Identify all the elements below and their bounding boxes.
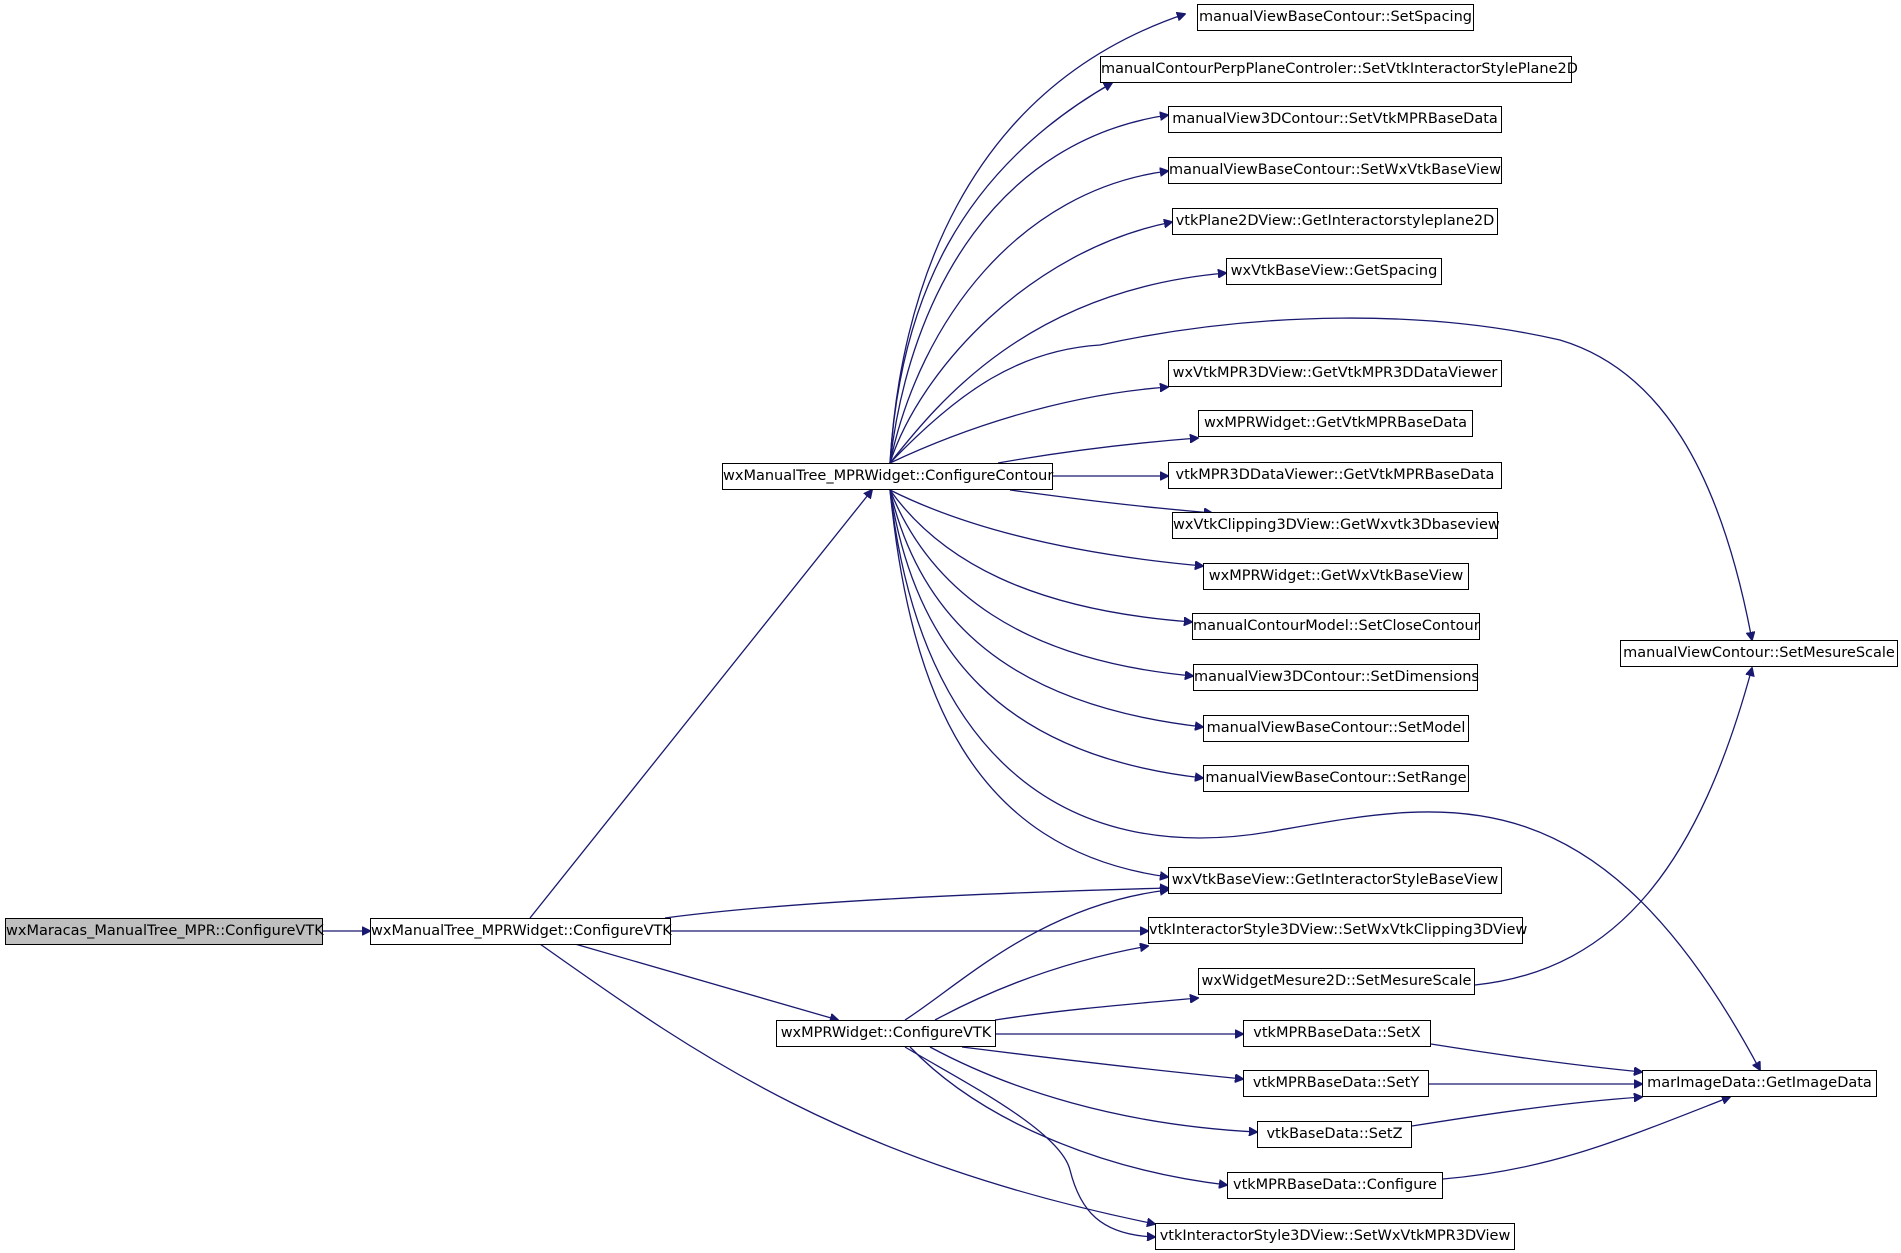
edge-configure-contour-to-get-image-data [889,489,1760,1070]
edge-mpr-configure-vtk-to-set-z [929,1046,1257,1132]
edge-tree-configure-vtk-to-mpr-configure-vtk [574,943,838,1020]
node-set-dimensions[interactable]: manualView3DContour::SetDimensions [1193,664,1479,691]
edge-mpr-configure-vtk-to-set-y [961,1046,1243,1079]
node-get-wx-vtk-base-view[interactable]: wxMPRWidget::GetWxVtkBaseView [1203,563,1469,590]
edge-mpr-configure-vtk-to-get-interactor-style-base-view [904,890,1168,1021]
edge-configure-contour-to-set-wx-vtk-base-view [889,171,1168,464]
node-set-range[interactable]: manualViewBaseContour::SetRange [1203,765,1469,792]
edge-configure-contour-to-get-mpr3d-data-viewer [889,387,1168,464]
edge-configure-contour-to-set-vtk-mpr-base-data [889,115,1168,464]
node-mpr-base-configure[interactable]: vtkMPRBaseData::Configure [1227,1172,1443,1199]
node-widget-get-mpr-base-data[interactable]: wxMPRWidget::GetVtkMPRBaseData [1198,410,1473,437]
edge-mesure2d-set-mesure-scale-to-contour-set-mesure-scale [1474,668,1752,986]
node-set-wx-vtk-mpr3d-view[interactable]: vtkInteractorStyle3DView::SetWxVtkMPR3DV… [1155,1223,1515,1250]
node-set-close-contour[interactable]: manualContourModel::SetCloseContour [1192,613,1480,640]
edge-configure-contour-to-set-model [889,489,1203,727]
node-get-spacing[interactable]: wxVtkBaseView::GetSpacing [1226,258,1442,285]
node-mesure2d-set-mesure-scale[interactable]: wxWidgetMesure2D::SetMesureScale [1198,968,1475,995]
edge-mpr-configure-vtk-to-set-wx-vtk-clipping3d-view [934,946,1148,1021]
edge-configure-contour-to-widget-get-mpr-base-data [997,438,1198,464]
edge-configure-contour-to-get-interactor-style-base-view [889,489,1168,877]
edge-tree-configure-vtk-to-set-wx-vtk-mpr3d-view [539,943,1155,1224]
node-root[interactable]: wxMaracas_ManualTree_MPR::ConfigureVTK [5,918,324,945]
edge-mpr-configure-vtk-to-set-wx-vtk-mpr3d-view [904,1046,1155,1237]
edge-set-z-to-get-image-data [1411,1097,1642,1127]
edge-mpr-configure-vtk-to-mesure2d-set-mesure-scale [994,998,1198,1021]
node-set-wx-vtk-clipping3d-view[interactable]: vtkInteractorStyle3DView::SetWxVtkClippi… [1148,917,1527,944]
node-viewer-get-mpr-base-data[interactable]: vtkMPR3DDataViewer::GetVtkMPRBaseData [1168,462,1502,489]
node-get-interactorstyleplane2d[interactable]: vtkPlane2DView::GetInteractorstyleplane2… [1172,208,1498,235]
node-get-image-data[interactable]: marImageData::GetImageData [1642,1070,1877,1097]
node-set-vtk-mpr-base-data[interactable]: manualView3DContour::SetVtkMPRBaseData [1168,106,1502,133]
node-set-model[interactable]: manualViewBaseContour::SetModel [1203,715,1469,742]
edge-mpr-base-configure-to-get-image-data [1442,1097,1730,1180]
edge-configure-contour-to-set-style-plane2d [889,83,1112,464]
node-set-z[interactable]: vtkBaseData::SetZ [1257,1121,1412,1148]
node-set-wx-vtk-base-view[interactable]: manualViewBaseContour::SetWxVtkBaseView [1168,157,1502,184]
node-get-mpr3d-data-viewer[interactable]: wxVtkMPR3DView::GetVtkMPR3DDataViewer [1168,360,1502,387]
node-contour-set-mesure-scale[interactable]: manualViewContour::SetMesureScale [1620,640,1898,667]
edge-tree-configure-vtk-to-configure-contour [529,490,872,919]
node-tree-configure-vtk[interactable]: wxManualTree_MPRWidget::ConfigureVTK [370,918,672,945]
edge-tree-configure-vtk-to-get-interactor-style-base-view [664,888,1168,919]
node-get-interactor-style-base-view[interactable]: wxVtkBaseView::GetInteractorStyleBaseVie… [1168,867,1502,894]
edge-configure-contour-to-set-dimensions [889,489,1193,676]
edge-set-x-to-get-image-data [1430,1043,1642,1072]
edge-configure-contour-to-get-wx-vtk-base-view [889,489,1203,566]
edge-configure-contour-to-get-interactorstyleplane2d [889,222,1172,464]
edge-configure-contour-to-get-wxvtk3dbaseview [1009,489,1212,513]
node-set-x[interactable]: vtkMPRBaseData::SetX [1243,1020,1431,1047]
node-set-y[interactable]: vtkMPRBaseData::SetY [1243,1070,1429,1097]
edge-configure-contour-to-contour-set-mesure-scale [889,317,1752,640]
edge-configure-contour-to-set-range [889,489,1203,778]
node-set-style-plane2d[interactable]: manualContourPerpPlaneControler::SetVtkI… [1100,56,1578,83]
node-mpr-configure-vtk[interactable]: wxMPRWidget::ConfigureVTK [776,1020,996,1047]
node-set-spacing[interactable]: manualViewBaseContour::SetSpacing [1197,4,1474,31]
edge-configure-contour-to-set-close-contour [889,489,1192,622]
edge-configure-contour-to-get-spacing [889,273,1226,464]
node-configure-contour[interactable]: wxManualTree_MPRWidget::ConfigureContour [722,463,1053,490]
node-get-wxvtk3dbaseview[interactable]: wxVtkClipping3DView::GetWxvtk3Dbaseview [1172,512,1500,539]
